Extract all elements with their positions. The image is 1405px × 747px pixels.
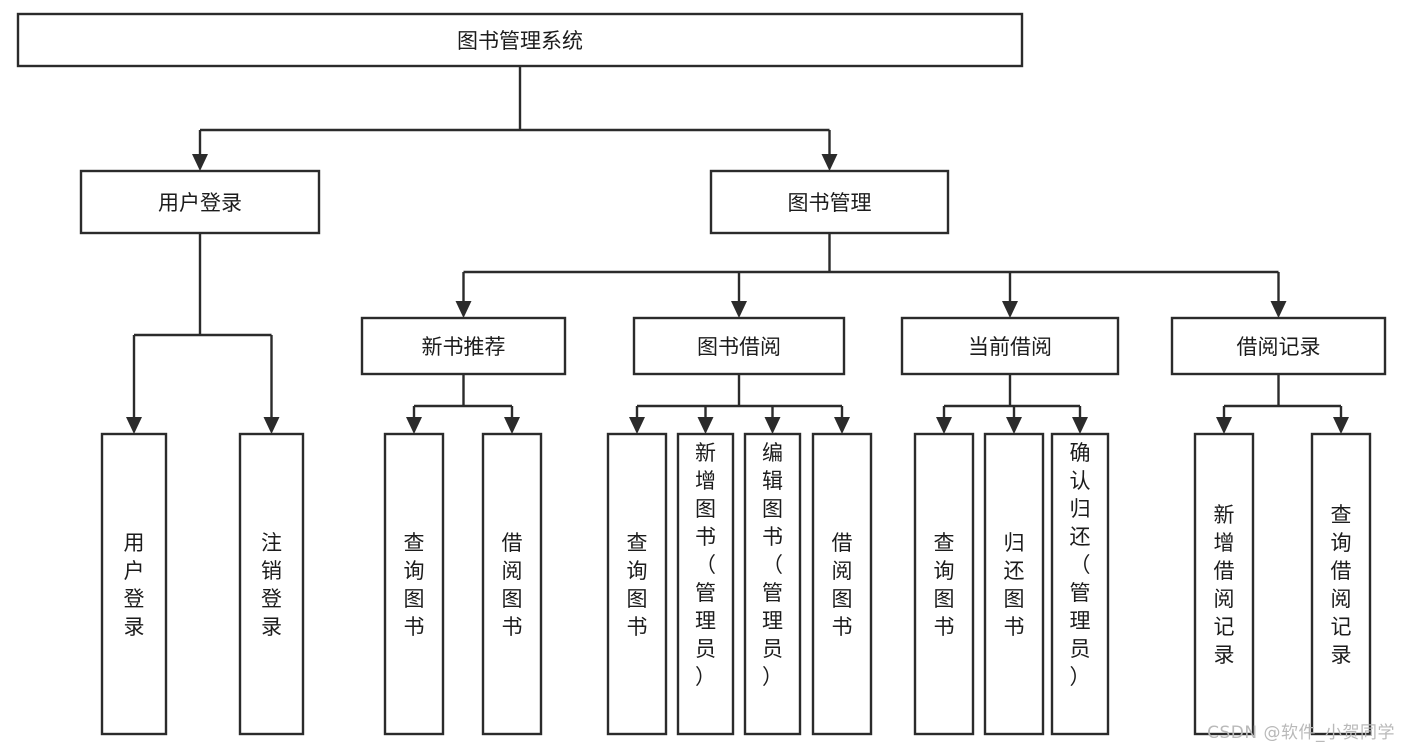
arrow-head-icon: [406, 417, 422, 434]
node-leaf-9-label: 归还图书: [1004, 531, 1025, 639]
node-level3-0-rect: [360, 316, 567, 376]
node-leaf-4[interactable]: 查询图书: [606, 432, 668, 736]
arrow-head-icon: [455, 301, 472, 318]
node-leaf-1-label: 注销登录: [261, 531, 282, 639]
node-leaf-12-label: 查询借阅记录: [1331, 503, 1352, 667]
node-leaf-9[interactable]: 归还图书: [983, 432, 1045, 736]
node-leaf-2-label: 查询图书: [404, 531, 425, 639]
arrow-head-icon: [1333, 417, 1349, 434]
node-leaf-3[interactable]: 借阅图书: [481, 432, 543, 736]
node-level2-1-label: 图书管理: [788, 191, 872, 215]
node-leaf-8-rect: [913, 432, 975, 736]
node-leaf-7-rect: [811, 432, 873, 736]
arrow-head-icon: [1270, 301, 1287, 318]
node-level3-2-rect: [900, 316, 1120, 376]
node-level3-0[interactable]: 新书推荐: [360, 316, 567, 376]
node-leaf-0-label: 用户登录: [124, 531, 145, 639]
node-leaf-6-rect: [743, 432, 802, 736]
node-leaf-6-label: 编辑图书（管理员）: [762, 441, 783, 689]
node-root-rect: [16, 12, 1024, 68]
node-leaf-8[interactable]: 查询图书: [913, 432, 975, 736]
node-leaf-7[interactable]: 借阅图书: [811, 432, 873, 736]
node-level2-1-rect: [709, 169, 950, 235]
node-root[interactable]: 图书管理系统: [16, 12, 1024, 68]
arrow-head-icon: [834, 417, 850, 434]
arrow-head-icon: [126, 417, 142, 434]
node-leaf-5-label: 新增图书（管理员）: [695, 441, 716, 689]
node-level3-1-label: 图书借阅: [697, 335, 781, 359]
connector-lines: [126, 66, 1349, 434]
node-leaf-10-rect: [1050, 432, 1110, 736]
node-level3-1[interactable]: 图书借阅: [632, 316, 846, 376]
node-level3-2[interactable]: 当前借阅: [900, 316, 1120, 376]
node-leaf-10[interactable]: 确认归还（管理员）: [1050, 432, 1110, 736]
node-level3-3-label: 借阅记录: [1237, 335, 1321, 359]
node-leaf-1-rect: [238, 432, 305, 736]
node-leaf-2-rect: [383, 432, 445, 736]
arrow-head-icon: [764, 417, 781, 434]
node-boxes: 图书管理系统用户登录图书管理新书推荐图书借阅当前借阅借阅记录用户登录注销登录查询…: [16, 12, 1387, 736]
node-leaf-11[interactable]: 新增借阅记录: [1193, 432, 1255, 736]
node-level3-3-rect: [1170, 316, 1387, 376]
node-leaf-1[interactable]: 注销登录: [238, 432, 305, 736]
node-leaf-10-label: 确认归还（管理员）: [1070, 441, 1091, 689]
node-leaf-8-label: 查询图书: [934, 531, 955, 639]
arrow-head-icon: [504, 417, 520, 434]
arrow-head-icon: [1216, 417, 1232, 434]
node-leaf-11-rect: [1193, 432, 1255, 736]
arrow-head-icon: [1006, 417, 1022, 434]
arrow-head-icon: [821, 154, 838, 171]
node-level2-0-label: 用户登录: [158, 191, 242, 215]
arrow-head-icon: [629, 417, 645, 434]
node-level3-2-label: 当前借阅: [968, 335, 1052, 359]
node-level3-3[interactable]: 借阅记录: [1170, 316, 1387, 376]
node-level2-0-rect: [79, 169, 321, 235]
arrow-head-icon: [192, 154, 208, 171]
node-leaf-4-rect: [606, 432, 668, 736]
node-leaf-2[interactable]: 查询图书: [383, 432, 445, 736]
node-leaf-0[interactable]: 用户登录: [100, 432, 168, 736]
node-level2-1[interactable]: 图书管理: [709, 169, 950, 235]
arrow-head-icon: [263, 417, 280, 434]
node-level2-0[interactable]: 用户登录: [79, 169, 321, 235]
node-leaf-5[interactable]: 新增图书（管理员）: [676, 432, 735, 736]
arrow-head-icon: [1072, 417, 1088, 434]
node-leaf-11-label: 新增借阅记录: [1214, 503, 1235, 667]
node-leaf-6[interactable]: 编辑图书（管理员）: [743, 432, 802, 736]
arrow-head-icon: [697, 417, 714, 434]
node-leaf-4-label: 查询图书: [627, 531, 648, 639]
csdn-watermark: CSDN @软件_小贺同学: [1207, 723, 1395, 743]
node-leaf-3-label: 借阅图书: [502, 531, 523, 639]
node-leaf-5-rect: [676, 432, 735, 736]
node-leaf-12-rect: [1310, 432, 1372, 736]
arrow-head-icon: [731, 301, 747, 318]
node-leaf-0-rect: [100, 432, 168, 736]
node-leaf-7-label: 借阅图书: [832, 531, 853, 639]
node-level3-1-rect: [632, 316, 846, 376]
node-root-label: 图书管理系统: [457, 29, 583, 53]
node-leaf-9-rect: [983, 432, 1045, 736]
node-leaf-12[interactable]: 查询借阅记录: [1310, 432, 1372, 736]
arrow-head-icon: [936, 417, 952, 434]
node-leaf-3-rect: [481, 432, 543, 736]
node-level3-0-label: 新书推荐: [422, 335, 506, 359]
arrow-head-icon: [1002, 301, 1018, 318]
